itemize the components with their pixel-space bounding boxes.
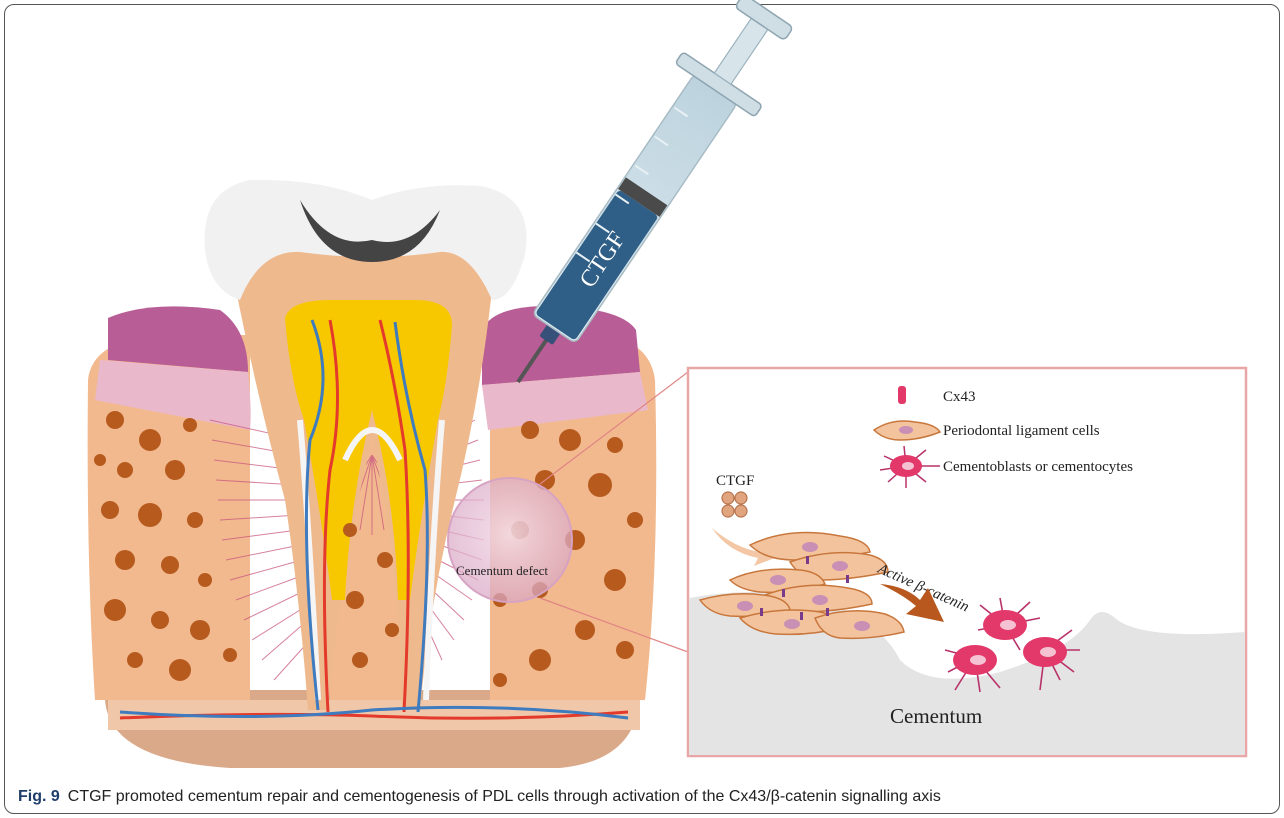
cementum-label: Cementum xyxy=(890,704,982,728)
cementum-defect-label: Cementum defect xyxy=(456,563,548,578)
legend-item-pdl-cells: Periodontal ligament cells xyxy=(874,421,1100,440)
figure-label: Fig. 9 xyxy=(18,788,60,805)
cementum-defect-circle xyxy=(448,478,572,602)
figure-caption: Fig. 9 CTGF promoted cementum repair and … xyxy=(18,788,941,806)
figure-illustration: Cementum defect CTGF Cementum xyxy=(0,0,1284,780)
legend-label-cementoblasts: Cementoblasts or cementocytes xyxy=(943,459,1133,475)
ctgf-label: CTGF xyxy=(716,473,754,489)
pdl-cell-nucleus xyxy=(899,426,913,434)
inset-panel: Cementum Cx43 Periodontal ligament cells xyxy=(688,368,1246,756)
figure-caption-text: CTGF promoted cementum repair and cement… xyxy=(68,788,941,805)
legend-label-cx43: Cx43 xyxy=(943,389,976,405)
cx43-icon xyxy=(898,386,906,404)
legend-label-pdl-cells: Periodontal ligament cells xyxy=(943,423,1100,439)
